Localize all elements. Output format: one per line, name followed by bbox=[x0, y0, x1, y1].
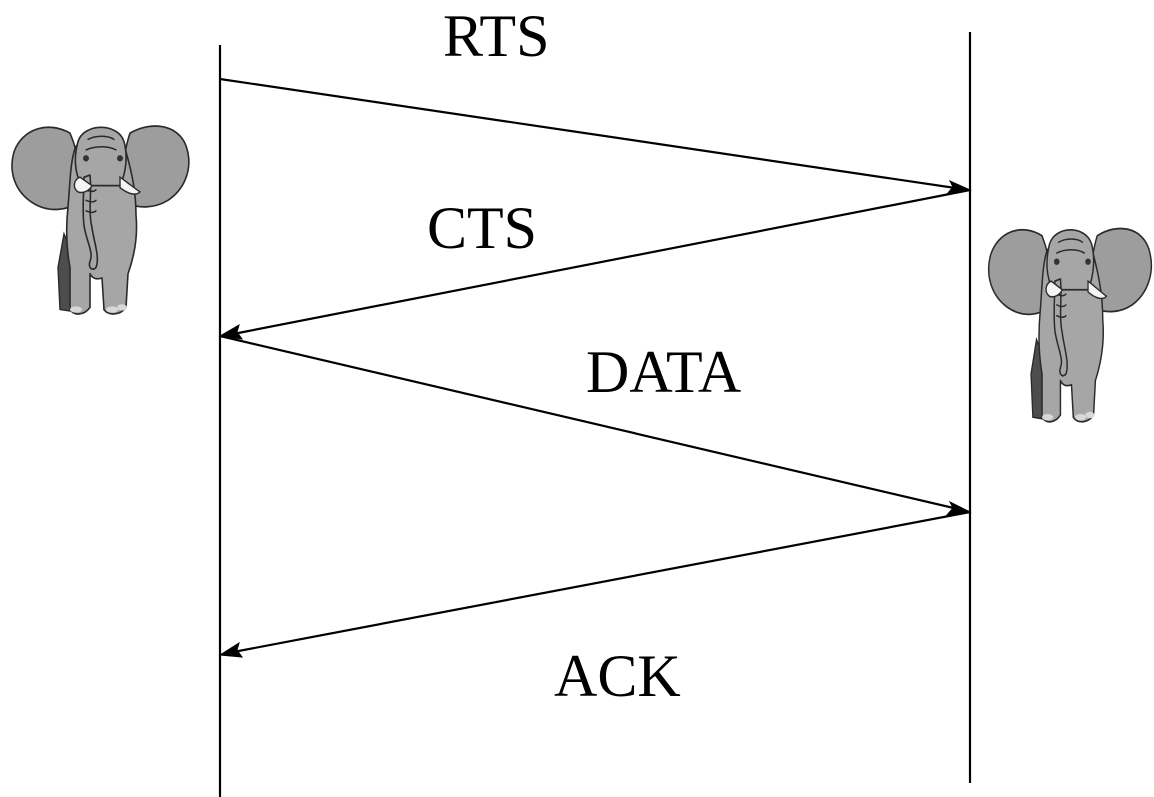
cts-arrow bbox=[218, 188, 971, 340]
elephant-icon bbox=[987, 227, 1153, 423]
rts-arrow bbox=[219, 77, 972, 194]
elephant-icon bbox=[11, 125, 190, 315]
rts-label: RTS bbox=[443, 3, 549, 69]
ack-arrow bbox=[218, 510, 971, 658]
data-label: DATA bbox=[586, 339, 741, 405]
ack-label: ACK bbox=[554, 643, 681, 709]
cts-label: CTS bbox=[427, 195, 537, 261]
